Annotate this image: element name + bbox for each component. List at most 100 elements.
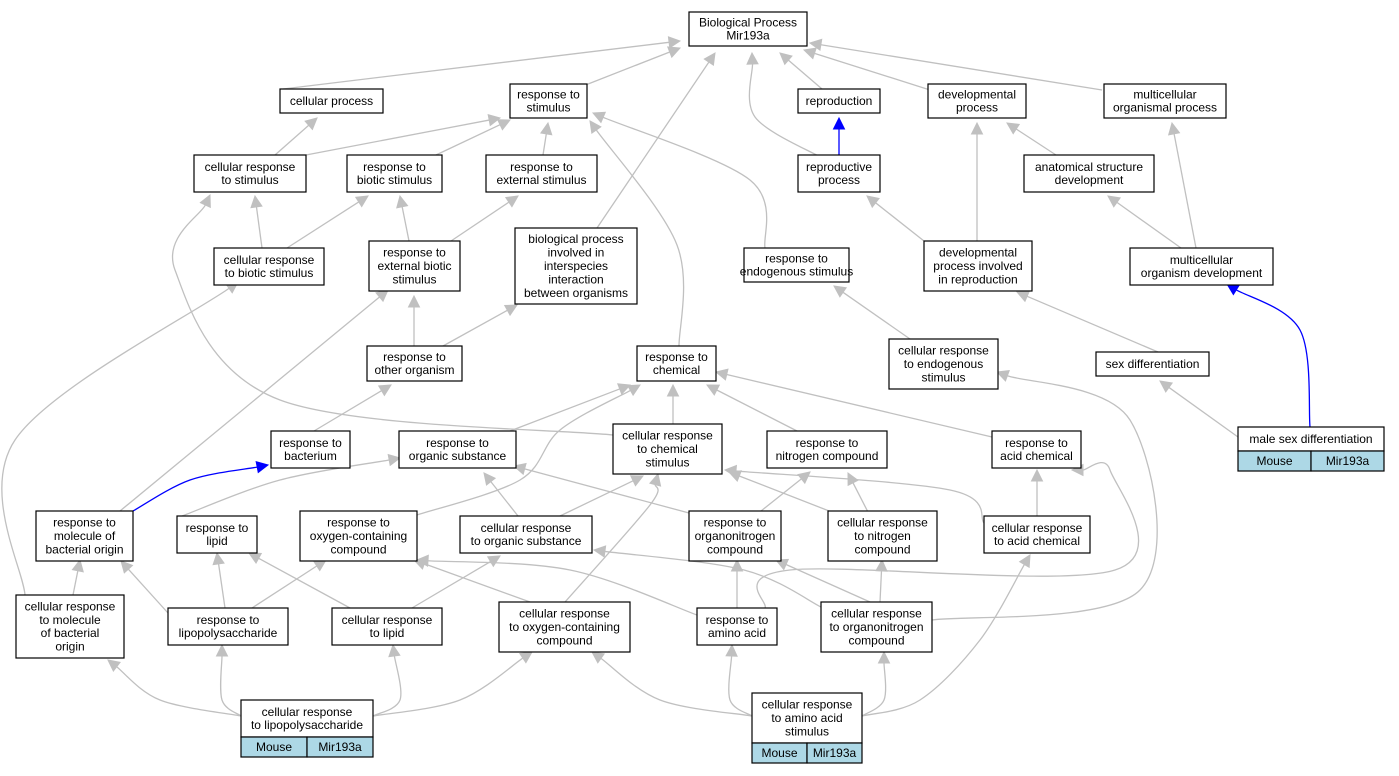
node-label-line: cellular response xyxy=(762,698,853,712)
node-label-line: response to xyxy=(765,251,828,265)
edge-mop-to-bp xyxy=(808,38,1103,91)
edge-crocc-to-crcs xyxy=(564,472,662,603)
node-box xyxy=(509,83,588,119)
edge-crlps-to-crl xyxy=(372,643,402,717)
node-box xyxy=(743,247,850,283)
node-label-line: compound xyxy=(330,542,386,556)
edge-crmbo-to-rmbo xyxy=(71,558,84,596)
edge-cronc-to-crnc xyxy=(875,558,888,603)
edge-crcs-to-crs xyxy=(172,193,614,436)
edge-cronc-to-ronc xyxy=(774,558,871,603)
node-box xyxy=(366,345,463,382)
node-label-line: response to xyxy=(510,160,573,174)
node-label-line: biological process xyxy=(528,232,623,246)
edge-line xyxy=(582,51,670,87)
go-term-cp[interactable]: cellular process xyxy=(279,88,384,114)
node-label-line: nitrogen compound xyxy=(776,449,879,463)
node-label-line: process xyxy=(956,101,998,115)
arrowhead-icon xyxy=(496,119,512,131)
node-label-line: response to xyxy=(704,516,767,530)
node-label-line: biotic stimulus xyxy=(357,173,432,187)
node-label-line: process xyxy=(818,173,860,187)
node-label-line: compound xyxy=(707,542,763,556)
edge-line xyxy=(1168,386,1239,438)
node-label-line: reproduction xyxy=(806,94,873,108)
node-label-line: response to xyxy=(186,521,249,535)
edge-line xyxy=(119,296,380,512)
node-label-line: developmental xyxy=(938,87,1016,101)
node-label-line: response to xyxy=(796,436,859,450)
edge-line xyxy=(490,481,519,517)
edge-crlps-to-rlps xyxy=(215,643,242,717)
edge-sd-to-dpir xyxy=(1015,290,1159,353)
node-box xyxy=(498,601,631,653)
go-term-rep[interactable]: reproduction xyxy=(797,88,881,114)
edge-rnc-to-rch xyxy=(706,384,798,432)
go-term-sd[interactable]: sex differentiation xyxy=(1095,351,1210,377)
node-label-line: cellular response xyxy=(481,521,572,535)
edge-line xyxy=(1173,133,1197,249)
edge-line xyxy=(72,570,79,596)
node-label-line: stimulus xyxy=(785,724,829,738)
edge-line xyxy=(411,561,491,609)
node-label-line: to molecule xyxy=(39,613,101,627)
edge-rs-to-bp xyxy=(582,46,682,87)
node-label-line: cellular response xyxy=(898,344,989,358)
arrowhead-icon xyxy=(407,294,421,308)
tag-mir193a: Mir193a xyxy=(306,736,374,758)
arrowhead-icon xyxy=(970,121,984,135)
node-label-line: cellular response xyxy=(837,516,928,530)
arrowhead-icon xyxy=(250,194,263,209)
edge-rocc-to-rch xyxy=(416,384,641,516)
edge-dp-to-bp xyxy=(802,47,931,91)
arrowhead-icon xyxy=(833,285,848,298)
edge-line xyxy=(509,388,620,432)
edge-line xyxy=(564,484,659,603)
arrowhead-icon xyxy=(388,643,401,658)
node-label-line: cellular response xyxy=(25,599,116,613)
node-label-line: response to xyxy=(645,350,708,364)
edge-crs-to-rs xyxy=(305,113,502,156)
edge-rch-to-rs xyxy=(589,120,685,347)
